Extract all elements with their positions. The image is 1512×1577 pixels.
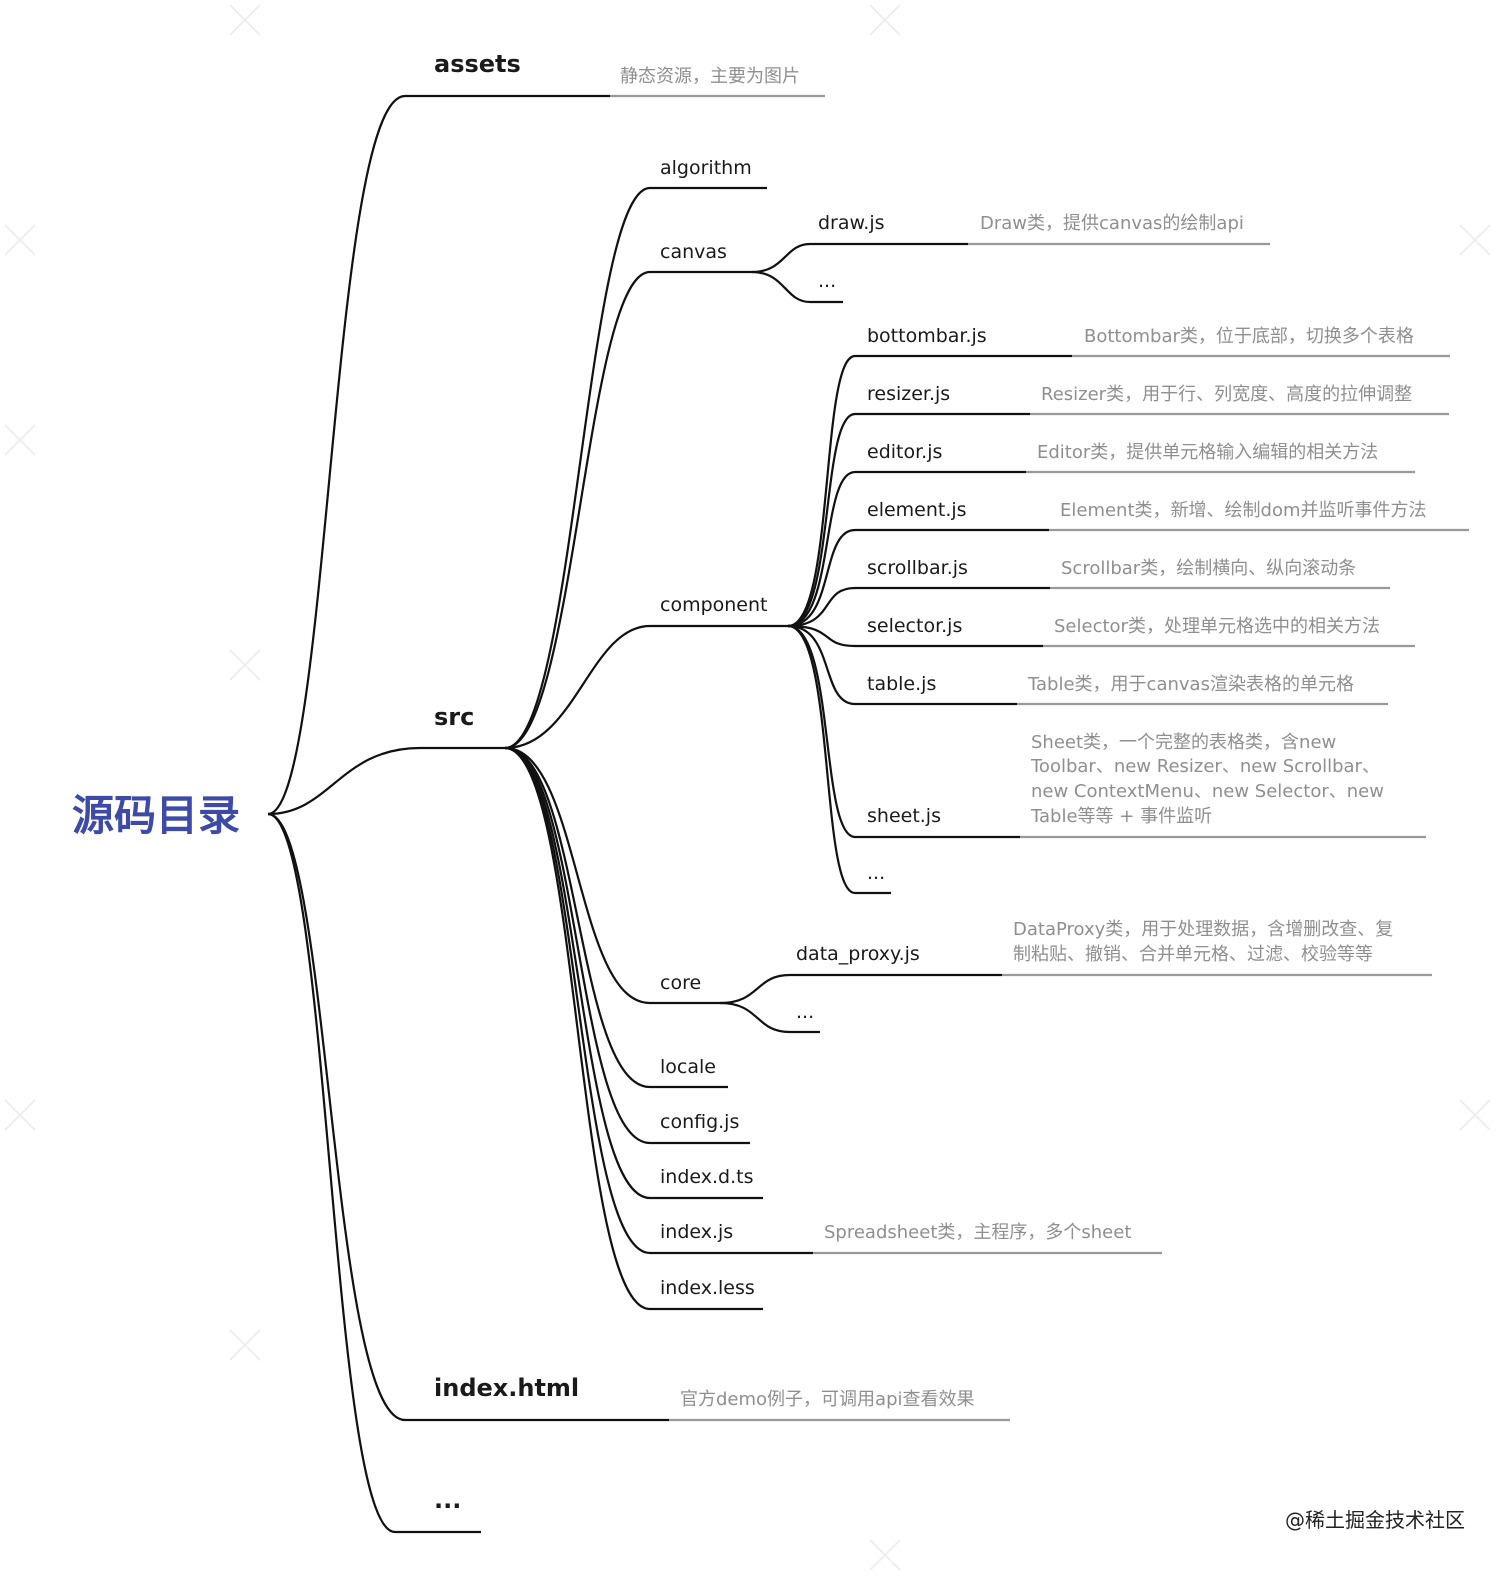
node-algorithm[interactable]: algorithm	[650, 157, 767, 190]
draw-js-desc: Draw类，提供canvas的绘制api	[980, 213, 1244, 234]
src-connectors	[504, 186, 651, 1311]
sheet-js-desc-line-4: Table等等 + 事件监听	[1030, 806, 1212, 827]
table-js-desc: Table类，用于canvas渲染表格的单元格	[1027, 674, 1354, 695]
editor-js-label: editor.js	[867, 441, 942, 463]
scrollbar-js-desc: Scrollbar类，绘制横向、纵向滚动条	[1061, 558, 1356, 579]
component-label: component	[660, 594, 768, 616]
index-less-label: index.less	[660, 1277, 755, 1299]
node-root-more[interactable]: ...	[395, 1486, 481, 1534]
sheet-js-desc-line-3: new ContextMenu、new Selector、new	[1031, 781, 1384, 802]
index-d-ts-label: index.d.ts	[660, 1166, 753, 1188]
bottombar-js-label: bottombar.js	[867, 325, 987, 347]
config-js-label: config.js	[660, 1111, 739, 1133]
node-index-html[interactable]: index.html 官方demo例子，可调用api查看效果	[405, 1374, 1010, 1422]
index-html-desc: 官方demo例子，可调用api查看效果	[680, 1389, 975, 1410]
component-connectors	[787, 354, 856, 895]
node-config-js[interactable]: config.js	[650, 1111, 750, 1145]
node-index-js[interactable]: index.js Spreadsheet类，主程序，多个sheet	[650, 1221, 1162, 1255]
root-title: 源码目录	[72, 791, 240, 840]
resizer-js-label: resizer.js	[867, 383, 950, 405]
canvas-label: canvas	[660, 241, 727, 263]
node-canvas[interactable]: canvas draw.js Draw类，提供canvas的绘制api ...	[650, 212, 1270, 304]
index-html-label: index.html	[434, 1374, 579, 1402]
locale-label: locale	[660, 1056, 716, 1078]
juejin-watermark: @稀土掘金技术社区	[1285, 1508, 1465, 1532]
core-label: core	[660, 972, 701, 994]
assets-desc: 静态资源，主要为图片	[620, 66, 800, 87]
component-more: ...	[867, 862, 885, 884]
table-js-label: table.js	[867, 673, 936, 695]
node-component[interactable]: component bottombar.js Bottombar类，位于底部，切…	[650, 325, 1469, 895]
sheet-js-desc-line-1: Sheet类，一个完整的表格类，含new	[1031, 732, 1336, 753]
root-more-label: ...	[434, 1486, 461, 1514]
src-label: src	[434, 703, 474, 731]
editor-js-desc: Editor类，提供单元格输入编辑的相关方法	[1037, 442, 1378, 463]
sheet-js-desc-line-2: Toolbar、new Resizer、new Scrollbar、	[1030, 756, 1380, 777]
index-js-desc: Spreadsheet类，主程序，多个sheet	[824, 1222, 1131, 1243]
algorithm-label: algorithm	[660, 157, 752, 179]
node-core[interactable]: core data_proxy.js DataProxy类，用于处理数据，含增删…	[650, 919, 1432, 1034]
draw-js-label: draw.js	[818, 212, 885, 234]
background-watermark-pattern	[4, 4, 1491, 1571]
index-js-label: index.js	[660, 1221, 733, 1243]
data-proxy-js-label: data_proxy.js	[796, 943, 920, 965]
element-js-desc: Element类，新增、绘制dom并监听事件方法	[1060, 500, 1427, 521]
scrollbar-js-label: scrollbar.js	[867, 557, 968, 579]
root-connectors	[267, 94, 421, 1534]
node-index-less[interactable]: index.less	[650, 1277, 763, 1311]
selector-js-desc: Selector类，处理单元格选中的相关方法	[1054, 616, 1380, 637]
assets-label: assets	[434, 50, 521, 78]
sheet-js-label: sheet.js	[867, 805, 941, 827]
selector-js-label: selector.js	[867, 615, 962, 637]
node-index-d-ts[interactable]: index.d.ts	[650, 1166, 763, 1200]
core-more: ...	[796, 1001, 814, 1023]
bottombar-js-desc: Bottombar类，位于底部，切换多个表格	[1084, 326, 1414, 347]
resizer-js-desc: Resizer类，用于行、列宽度、高度的拉伸调整	[1041, 384, 1412, 405]
data-proxy-js-desc-line-1: DataProxy类，用于处理数据，含增删改查、复	[1013, 919, 1393, 940]
node-src[interactable]: src	[420, 703, 505, 750]
node-assets[interactable]: assets 静态资源，主要为图片	[405, 50, 825, 98]
canvas-more: ...	[818, 270, 836, 292]
element-js-label: element.js	[867, 499, 967, 521]
node-locale[interactable]: locale	[650, 1056, 728, 1089]
data-proxy-js-desc-line-2: 制粘贴、撤销、合并单元格、过滤、校验等等	[1013, 944, 1373, 965]
